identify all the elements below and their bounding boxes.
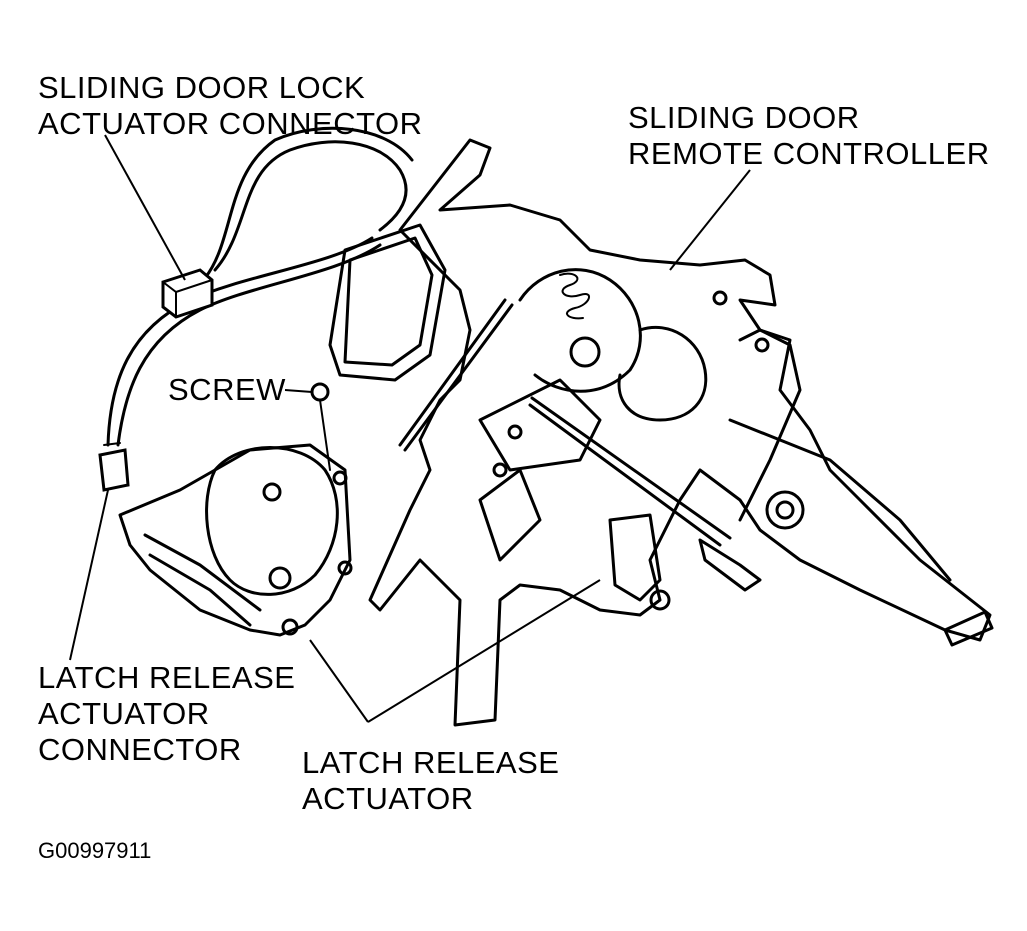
latch-release-actuator-label: LATCH RELEASE ACTUATOR — [302, 745, 559, 817]
latch-release-connector-label-line-3: CONNECTOR — [38, 732, 242, 767]
latch-release-connector-label-line-2: ACTUATOR — [38, 696, 210, 731]
lock-actuator-body — [328, 223, 447, 382]
leader-lines — [69, 134, 751, 723]
screw-label: SCREW — [168, 372, 286, 407]
figure-id: G00997911 — [38, 838, 152, 863]
latch-release-connector — [98, 442, 130, 492]
remote-controller-plate — [368, 138, 994, 727]
remote-controller-label-line-2: REMOTE CONTROLLER — [628, 136, 990, 171]
screw — [310, 382, 331, 471]
remote-controller-label: SLIDING DOOR REMOTE CONTROLLER — [628, 100, 990, 172]
remote-controller-label-line-1: SLIDING DOOR — [628, 100, 860, 135]
latch-release-actuator — [118, 443, 353, 637]
latch-release-connector-label: LATCH RELEASE ACTUATOR CONNECTOR — [38, 660, 295, 768]
lock-actuator-connector-label: SLIDING DOOR LOCK ACTUATOR CONNECTOR — [38, 70, 422, 142]
lock-actuator-connector-label-line-1: SLIDING DOOR LOCK — [38, 70, 366, 105]
lock-actuator-connector-label-line-2: ACTUATOR CONNECTOR — [38, 106, 423, 141]
control-rods — [398, 298, 762, 592]
latch-release-connector-label-line-1: LATCH RELEASE — [38, 660, 296, 695]
latch-release-actuator-label-line-1: LATCH RELEASE — [302, 745, 560, 780]
latch-release-actuator-label-line-2: ACTUATOR — [302, 781, 474, 816]
lock-actuator-connector — [161, 268, 214, 319]
